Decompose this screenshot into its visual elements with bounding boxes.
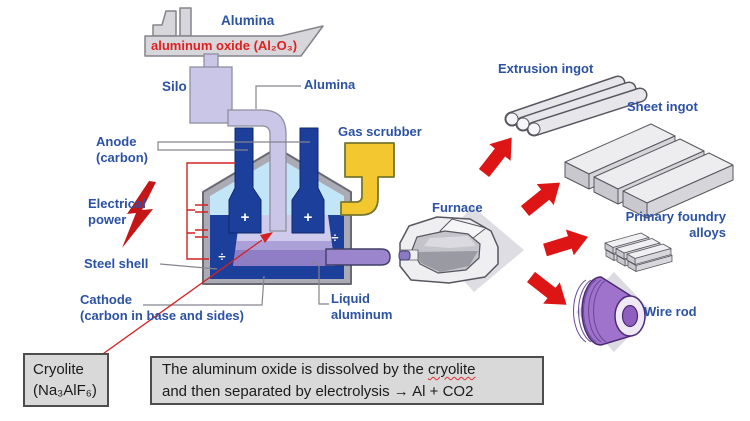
aluminum-oxide-label: aluminum oxide (Al₂O₃) (151, 38, 298, 53)
anode-label: Anode (carbon) (96, 134, 148, 165)
arrow-to-foundry-alloys (543, 229, 589, 257)
cryolite-pointer (99, 232, 273, 357)
leader-lines (143, 85, 329, 306)
wire-rod-icon (573, 272, 652, 352)
cryolite-callout-box: Cryolite (Na₃AlF₆) (23, 353, 109, 407)
cathode-minus-symbol: ÷ (331, 230, 339, 245)
arrow-to-wire-rod (526, 271, 567, 305)
primary-foundry-alloys-label: Primary foundry alloys (625, 209, 726, 240)
lightning-bolt-icon (122, 181, 156, 248)
silo-icon (189, 53, 233, 124)
extrusion-ingot-icon (504, 75, 648, 137)
gas-scrubber-label: Gas scrubber (338, 124, 422, 139)
cathode-lining (210, 215, 344, 279)
alumina-feed-label: Alumina (304, 77, 356, 92)
arrow-to-extrusion-ingot (478, 137, 512, 178)
anode-left (228, 127, 262, 234)
liquid-aluminum-tap-pipe (325, 248, 391, 266)
silo-label: Silo (162, 79, 187, 94)
wire-connector-marks (195, 204, 208, 238)
statement-line1: The aluminum oxide is dissolved by the c… (162, 360, 476, 378)
arrow-to-sheet-ingot (520, 182, 560, 217)
alumina-ship-icon (144, 7, 324, 57)
spellcheck-flagged-word: cryolite (427, 360, 476, 378)
furnace-icon (398, 206, 524, 292)
gas-scrubber-icon (340, 142, 395, 216)
electrical-power-label: Electrical power (88, 196, 146, 227)
anode-plus-symbol: + (240, 209, 250, 226)
furnace-label: Furnace (432, 200, 483, 215)
bath-lower-layer (235, 241, 333, 250)
sheet-ingot-icon (564, 123, 734, 219)
steel-shell-label: Steel shell (84, 256, 149, 271)
wire-rod-label: Wire rod (644, 304, 697, 319)
process-arrows (478, 137, 589, 305)
foundry-alloys-icon (604, 232, 673, 272)
cathode-label: Cathode (carbon in base and sides) (80, 292, 244, 323)
statement-box: The aluminum oxide is dissolved by the c… (150, 356, 544, 405)
liquid-aluminum-layer (233, 250, 335, 266)
statement-line2: and then separated by electrolysis → Al … (162, 382, 474, 400)
extrusion-ingot-label: Extrusion ingot (498, 61, 594, 76)
sheet-ingot-label: Sheet ingot (627, 99, 698, 114)
power-wiring (186, 162, 236, 260)
cathode-minus-symbol: ÷ (218, 249, 226, 264)
liquid-aluminum-label: Liquid aluminum (331, 291, 393, 322)
anode-right (291, 127, 325, 234)
ship-alumina-label: Alumina (221, 13, 275, 28)
anode-plus-symbol: + (303, 209, 313, 226)
alumina-feed-pipe (227, 109, 287, 232)
